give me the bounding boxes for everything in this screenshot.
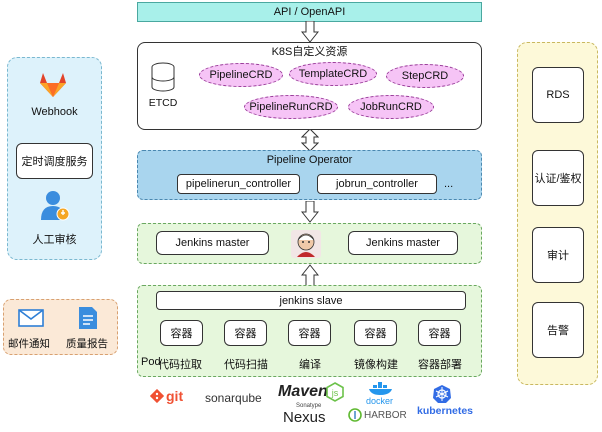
- user-review-icon: [40, 190, 70, 227]
- container-box-3: 容器: [288, 320, 331, 346]
- container-box-1: 容器: [160, 320, 203, 346]
- alert-box: 告警: [532, 302, 584, 358]
- webhook-label: Webhook: [31, 106, 78, 118]
- arrow-slave-master: [301, 264, 319, 286]
- harbor-icon: [348, 408, 362, 427]
- sonarqube-logo: sonarqube: [205, 391, 262, 405]
- kubernetes-text: kubernetes: [417, 405, 474, 417]
- mail-label: 邮件通知: [8, 338, 50, 350]
- container-label-2: 代码扫描: [224, 359, 268, 371]
- jenkins-master-left: Jenkins master: [156, 231, 269, 255]
- docker-icon: [368, 382, 394, 401]
- report-icon: [78, 306, 98, 335]
- git-logo: git: [150, 388, 183, 404]
- arrow-operator-master: [301, 201, 319, 223]
- svg-text:js: js: [331, 388, 339, 398]
- sonatype-text: Sonatype: [296, 403, 322, 409]
- rds-box: RDS: [532, 67, 584, 123]
- report-label: 质量报告: [66, 338, 108, 350]
- docker-text: docker: [366, 396, 394, 406]
- mail-icon: [18, 309, 44, 332]
- nexus-logo: Nexus: [283, 409, 326, 426]
- jenkins-master-right: Jenkins master: [348, 231, 458, 255]
- pipeline-operator-title: Pipeline Operator: [266, 154, 353, 166]
- jenkins-logo-icon: [291, 230, 321, 263]
- controller-ellipsis: ...: [444, 178, 454, 190]
- jenkins-slave-bar: jenkins slave: [156, 291, 466, 310]
- arrow-api-k8s: [301, 21, 319, 43]
- kubernetes-icon: [432, 384, 452, 409]
- container-label-3: 编译: [299, 359, 321, 371]
- maven-logo: Maven: [278, 383, 328, 400]
- crd-jobrun: JobRunCRD: [348, 95, 434, 119]
- audit-box: 审计: [532, 227, 584, 283]
- container-box-2: 容器: [224, 320, 267, 346]
- pod-label: Pod: [141, 356, 161, 368]
- container-box-5: 容器: [418, 320, 461, 346]
- crd-pipelinerun: PipelineRunCRD: [244, 95, 338, 119]
- container-label-4: 镜像构建: [354, 359, 398, 371]
- api-label: API / OpenAPI: [273, 6, 346, 18]
- crd-step: StepCRD: [386, 64, 464, 88]
- pipelinerun-controller: pipelinerun_controller: [177, 174, 300, 194]
- etcd-label: ETCD: [148, 97, 178, 109]
- arrow-k8s-operator: [301, 129, 319, 151]
- gitlab-icon: [39, 72, 67, 103]
- git-icon: [150, 389, 164, 403]
- auth-box: 认证/鉴权: [532, 150, 584, 206]
- git-text: git: [166, 388, 184, 404]
- harbor-text: HARBOR: [364, 410, 407, 421]
- container-box-4: 容器: [354, 320, 397, 346]
- container-label-1: 代码拉取: [158, 359, 202, 371]
- review-label: 人工审核: [32, 234, 77, 246]
- api-bar: API / OpenAPI: [137, 2, 482, 22]
- etcd-icon: [150, 62, 176, 97]
- notify-panel: [3, 299, 118, 355]
- container-label-5: 容器部署: [418, 359, 462, 371]
- crd-pipeline: PipelineCRD: [199, 63, 283, 87]
- nodejs-icon: js: [326, 382, 344, 407]
- crd-template: TemplateCRD: [289, 62, 377, 86]
- scheduler-box: 定时调度服务: [16, 143, 93, 179]
- k8s-title: K8S自定义资源: [271, 46, 348, 58]
- jobrun-controller: jobrun_controller: [317, 174, 437, 194]
